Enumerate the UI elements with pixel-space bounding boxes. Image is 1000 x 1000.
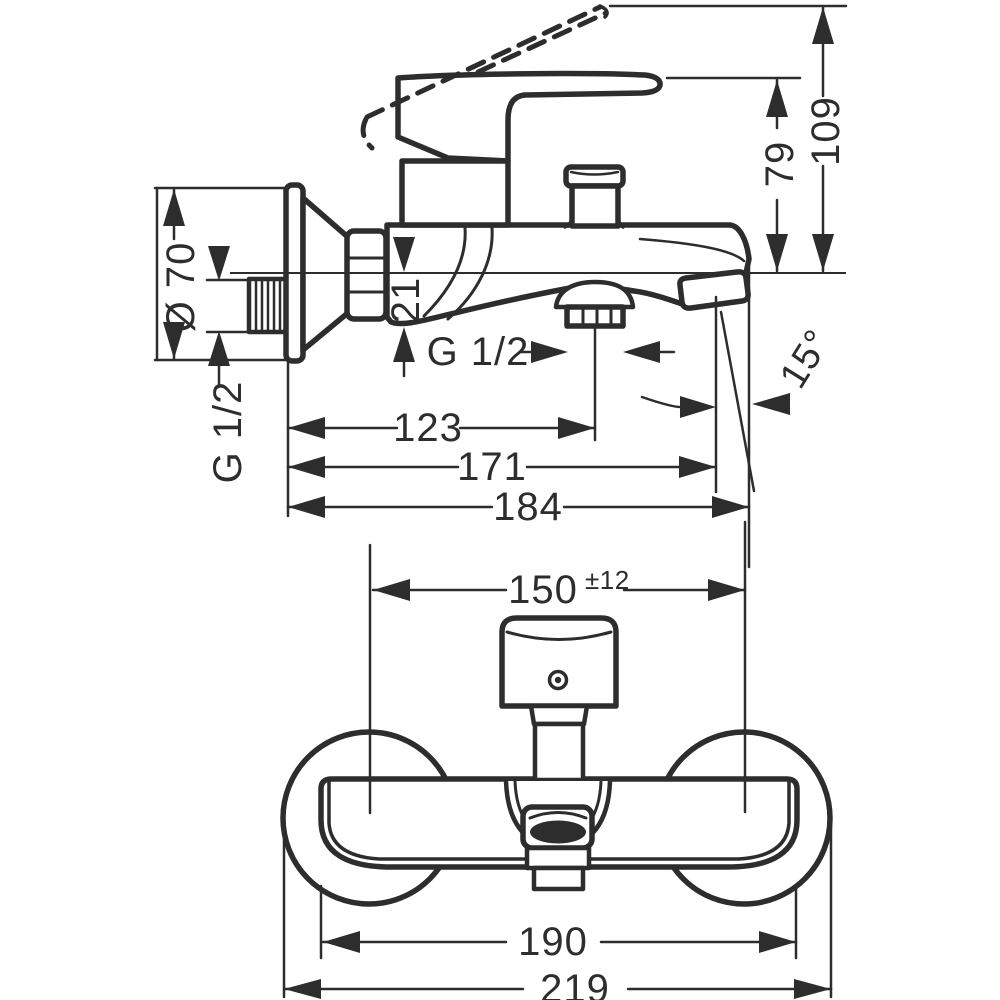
bottom-view-dimension-body-width: 190 [319,884,798,964]
spout-aerator [677,269,751,311]
arrowhead-left [288,496,325,518]
handle-cap-arch [505,630,613,641]
body-elbow-curve [446,226,494,321]
arrowhead-down [393,237,415,272]
union-hex-nut [344,228,389,322]
side-view-dimension-angle: 15° [640,310,840,493]
arrowhead-down [163,322,185,359]
bottom-view-dimension-overall-width: 219 [282,824,833,1000]
angle-line [719,310,756,493]
side-view-dimension-chain: 123 171 184 [286,259,751,569]
arrowhead-right [679,456,716,478]
arrowhead-down [208,246,230,281]
diverter-knob-arch [569,170,620,176]
arrowhead-left [288,417,325,439]
side-view-dimension-drop: 21 [384,237,428,378]
dim-label-center-to-outlet: 123 [393,406,463,450]
arrowhead-left [323,931,360,953]
side-view-dimensions-left: Ø 70 G 1/2 [153,186,288,484]
dim-label-spout-drop: 21 [384,277,428,324]
dim-label-overall-width: 219 [540,967,610,1000]
handle-neck-block [532,721,586,783]
dim-label-handle-height: 79 [758,141,802,188]
arrowhead-right [558,417,595,439]
arrowhead-left [373,579,410,601]
dashed-lever-back-arc [360,116,375,151]
handle-neck-collar [528,703,590,727]
diverter-knob-body [569,183,621,229]
aerator-lens [530,820,586,844]
handle-lever-raised-dashed [360,4,609,151]
arrowhead-left [284,979,321,999]
outlet-dome [553,279,636,310]
leader-curve [640,395,681,409]
arrowhead-down [812,234,834,271]
side-view-dimensions-right: 79 109 [608,4,848,273]
handle-cap-bottom-view [499,615,619,709]
arrowhead-left [752,393,790,415]
dim-label-spout-angle: 15° [772,322,840,396]
arrowhead-up [766,80,788,117]
dim-label-connection-distance: 150 [508,568,578,612]
handle-lever [395,70,663,164]
wall-nipple-threads [254,279,282,332]
dashed-lever-tip [598,4,609,19]
side-view-dimension-outlet-thread: G 1/2 [427,330,676,374]
bottom-view: 150 ±12 190 219 [280,520,833,1000]
dim-label-center-to-mouth: 171 [457,445,527,489]
dashed-lever-line [475,10,609,75]
dashed-lever-line [364,4,603,120]
arrowhead-up [208,331,230,366]
handle-pin-dot [554,676,562,684]
arrowhead-down [766,234,788,271]
bottom-view-dimension-connection: 150 ±12 [368,520,747,815]
side-view: Ø 70 G 1/2 79 109 [153,4,848,569]
arrowhead-right [680,396,716,418]
spout-edge-line [638,237,746,263]
arrowhead-left [288,456,325,478]
bottom-view-faucet [280,615,833,907]
dim-label-escutcheon-diameter: Ø 70 [159,242,203,333]
arrowhead-right [712,496,749,518]
arrowhead-up [812,7,834,44]
outlet-collar [564,304,626,329]
valve-body-block [399,158,511,228]
dim-label-center-to-tip: 184 [493,485,563,529]
arrowhead-left [623,341,660,363]
dim-label-body-width: 190 [518,920,588,964]
diverter-knob-foot [616,217,625,229]
aerator-housing-arch [528,811,588,820]
arrowhead-right [759,931,796,953]
arrowhead-up [163,189,185,226]
dim-label-connection-tolerance: ±12 [585,565,630,595]
diverter-knob-foot [563,217,574,229]
arrowhead-right [531,341,568,363]
arrowhead-right [794,979,831,999]
outlet-collar-threads [581,306,613,327]
arrowhead-up [393,327,415,362]
dim-label-outlet-thread: G 1/2 [427,330,530,374]
dim-label-wall-thread: G 1/2 [206,381,250,484]
outlet-block-bottom-view [531,865,586,892]
arrowhead-right [708,579,745,601]
dim-label-handle-open-height: 109 [804,96,848,166]
side-view-faucet [230,4,846,364]
outlet-collar-bottom-view [524,845,592,871]
diverter-knob-flange [563,164,626,189]
